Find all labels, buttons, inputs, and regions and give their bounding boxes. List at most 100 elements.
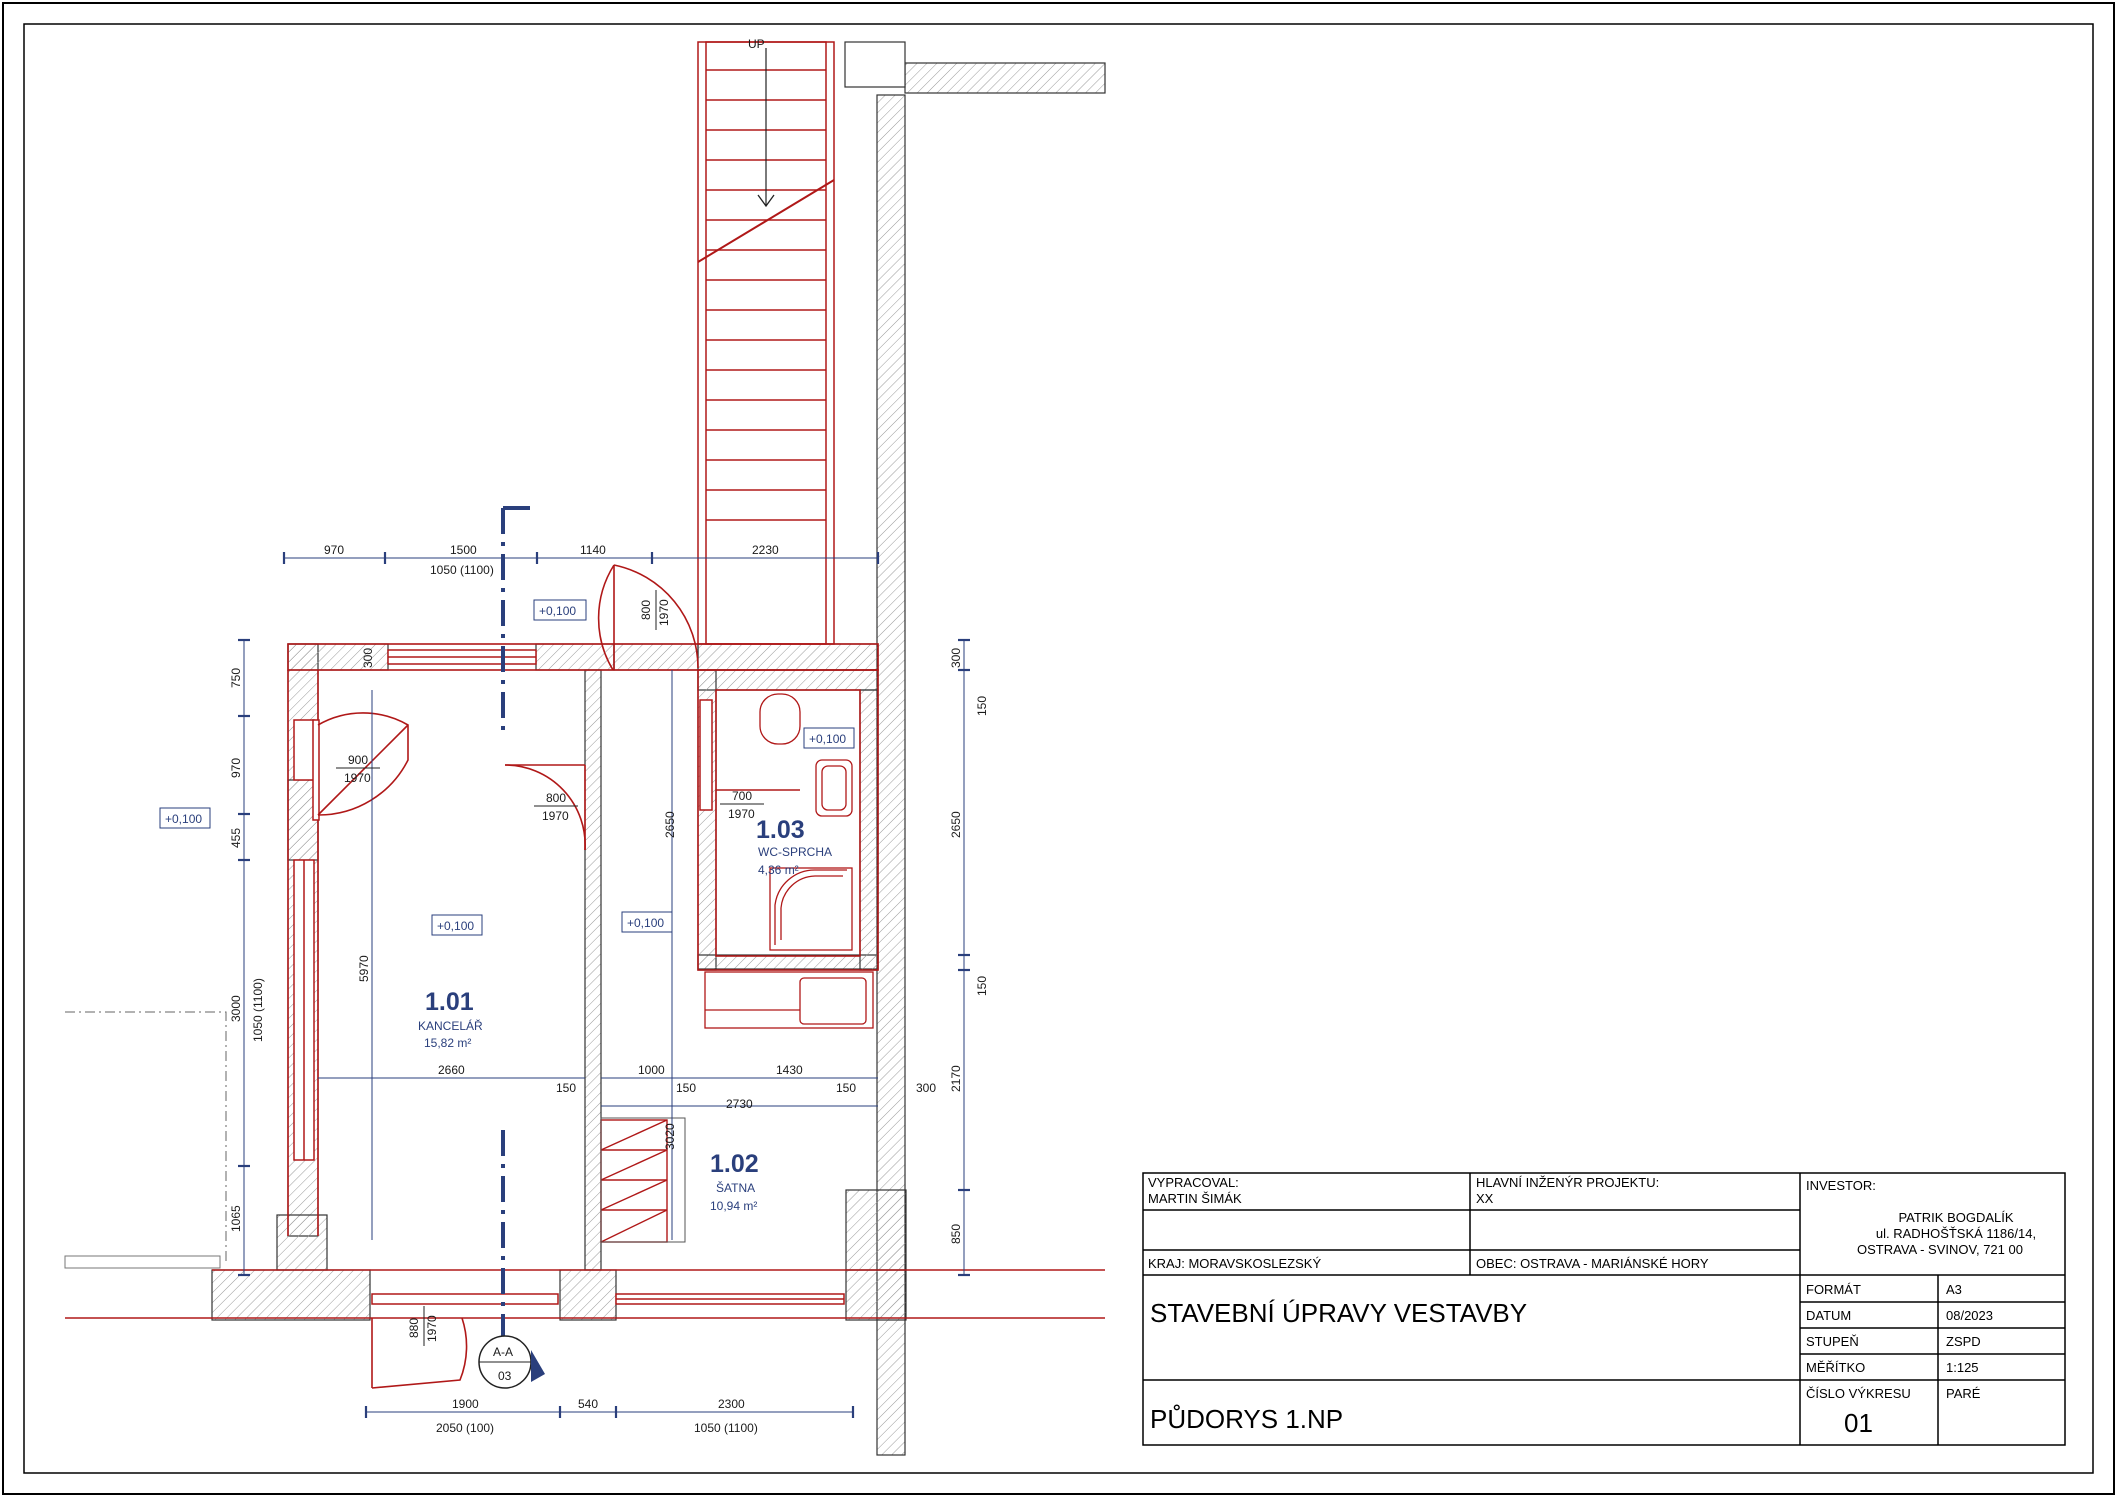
washbasin bbox=[815, 759, 853, 817]
wardrobe bbox=[600, 1119, 668, 1243]
dim-mid-1: 1000 bbox=[638, 1063, 665, 1077]
tb-field-4-label: MĚŘÍTKO bbox=[1806, 1360, 1865, 1375]
dim-left-3: 455 bbox=[229, 828, 243, 848]
room-1-area: 15,82 m² bbox=[424, 1036, 471, 1050]
dim-wardrobe-height: 3020 bbox=[663, 1123, 677, 1150]
windows bbox=[293, 649, 845, 1305]
tb-investor-line-3: OSTRAVA - SVINOV, 721 00 bbox=[1857, 1242, 2023, 1257]
door-1-height: 1970 bbox=[344, 771, 371, 785]
tb-copies-label: PARÉ bbox=[1946, 1386, 1981, 1401]
stair-label: UP bbox=[748, 37, 765, 51]
dim-left-4: 3000 bbox=[229, 995, 243, 1022]
dim-bottom-sub-2: 1050 (1100) bbox=[694, 1421, 758, 1435]
door-3-height: 1970 bbox=[728, 807, 755, 821]
tb-investor-label: INVESTOR: bbox=[1806, 1178, 1876, 1193]
tb-field-2-label: DATUM bbox=[1806, 1308, 1851, 1323]
room-3-area: 4,36 m² bbox=[758, 863, 799, 877]
tb-field-3-value: ZSPD bbox=[1946, 1334, 1981, 1349]
shower-tray bbox=[769, 867, 853, 951]
wc-fixtures bbox=[704, 693, 874, 1029]
dimension-ticks bbox=[238, 552, 970, 1418]
dim-left-small: 300 bbox=[361, 648, 375, 668]
dim-right-1: 300 bbox=[949, 648, 963, 668]
door-swings bbox=[317, 564, 800, 1389]
tb-region: KRAJ: MORAVSKOSLEZSKÝ bbox=[1148, 1256, 1321, 1271]
door-4-height: 1970 bbox=[657, 599, 671, 626]
room-2-area: 10,94 m² bbox=[710, 1199, 757, 1213]
stair-arrow-head bbox=[757, 194, 775, 208]
dim-right-5: 2170 bbox=[949, 1065, 963, 1092]
dim-right-2: 150 bbox=[975, 696, 989, 716]
door-5-height: 1970 bbox=[425, 1315, 439, 1342]
level-tag-top: +0,100 bbox=[539, 604, 576, 618]
dim-wall-2: 150 bbox=[676, 1081, 696, 1095]
dim-right-wall: 300 bbox=[916, 1081, 936, 1095]
tb-field-1-label: FORMÁT bbox=[1806, 1282, 1861, 1297]
stair-break-line bbox=[697, 179, 835, 263]
dim-corridor-height: 2650 bbox=[663, 811, 677, 838]
toilet bbox=[759, 693, 801, 745]
tb-prepared-value: MARTIN ŠIMÁK bbox=[1148, 1191, 1242, 1206]
tb-field-3-label: STUPEŇ bbox=[1806, 1334, 1859, 1349]
room-3-number: 1.03 bbox=[756, 816, 805, 844]
door-2-height: 1970 bbox=[542, 809, 569, 823]
dim-office-height: 5970 bbox=[357, 955, 371, 982]
wardrobe-outline bbox=[600, 1117, 686, 1243]
dim-bottom-1: 1900 bbox=[452, 1397, 479, 1411]
dim-bottom-2: 540 bbox=[578, 1397, 598, 1411]
wall-outlines bbox=[65, 643, 1105, 1319]
level-tag-wc: +0,100 bbox=[809, 732, 846, 746]
dim-top-4: 2230 bbox=[752, 543, 779, 557]
door-4-width: 800 bbox=[639, 600, 653, 620]
tb-chief-value: XX bbox=[1476, 1191, 1494, 1206]
dim-mid-2: 1430 bbox=[776, 1063, 803, 1077]
door-2-width: 800 bbox=[546, 791, 566, 805]
tb-prepared-label: VYPRACOVAL: bbox=[1148, 1175, 1239, 1190]
dim-office-width: 2660 bbox=[438, 1063, 465, 1077]
room-2-name: ŠATNA bbox=[716, 1180, 755, 1195]
room-1-name: KANCELÁŘ bbox=[418, 1018, 483, 1033]
dim-right-4: 150 bbox=[975, 976, 989, 996]
room-2-number: 1.02 bbox=[710, 1150, 759, 1178]
tb-project-title: STAVEBNÍ ÚPRAVY VESTAVBY bbox=[1150, 1298, 1527, 1328]
dim-top-sub: 1050 (1100) bbox=[430, 563, 494, 577]
door-1-width: 900 bbox=[348, 753, 368, 767]
dim-top-3: 1140 bbox=[580, 543, 606, 557]
dim-bottom-sub-1: 2050 (100) bbox=[436, 1421, 494, 1435]
tb-municipality: OBEC: OSTRAVA - MARIÁNSKÉ HORY bbox=[1476, 1256, 1709, 1271]
level-tag-office: +0,100 bbox=[437, 919, 474, 933]
title-block bbox=[1142, 1172, 2066, 1446]
dim-right-6: 850 bbox=[949, 1224, 963, 1244]
tb-investor-line-1: PATRIK BOGDALÍK bbox=[1898, 1210, 2013, 1225]
section-marker-arrow bbox=[531, 1350, 545, 1382]
level-tag-left: +0,100 bbox=[165, 812, 202, 826]
tb-field-4-value: 1:125 bbox=[1946, 1360, 1979, 1375]
dim-left-2: 970 bbox=[229, 758, 243, 778]
room-3-name: WC-SPRCHA bbox=[758, 845, 832, 859]
dimension-lines bbox=[243, 557, 965, 1413]
dim-mid-total: 2730 bbox=[726, 1097, 753, 1111]
exterior-boundary bbox=[65, 1011, 227, 1265]
tb-field-1-value: A3 bbox=[1946, 1282, 1962, 1297]
tb-chief-label: HLAVNÍ INŽENÝR PROJEKTU: bbox=[1476, 1175, 1659, 1190]
tb-investor-line-2: ul. RADHOŠŤSKÁ 1186/14, bbox=[1876, 1226, 2036, 1241]
dim-left-1: 750 bbox=[229, 668, 243, 688]
dim-left-sub: 1050 (1100) bbox=[251, 978, 265, 1042]
section-label: A-A bbox=[493, 1345, 513, 1359]
door-5-width: 880 bbox=[407, 1318, 421, 1338]
dim-top-1: 970 bbox=[324, 543, 344, 557]
level-tag-corridor: +0,100 bbox=[627, 916, 664, 930]
door-3-width: 700 bbox=[732, 789, 752, 803]
staircase bbox=[697, 41, 835, 645]
tb-drawing-no: 01 bbox=[1844, 1408, 1873, 1438]
dim-right-3: 2650 bbox=[949, 811, 963, 838]
level-tags bbox=[159, 599, 855, 936]
tb-drawing-title: PŮDORYS 1.NP bbox=[1150, 1403, 1343, 1434]
walls bbox=[211, 41, 1106, 1456]
tb-field-2-value: 08/2023 bbox=[1946, 1308, 1993, 1323]
inner-frame bbox=[23, 23, 2094, 1474]
dim-bottom-3: 2300 bbox=[718, 1397, 745, 1411]
dim-wall-1: 150 bbox=[556, 1081, 576, 1095]
dim-left-5: 1065 bbox=[229, 1205, 243, 1232]
